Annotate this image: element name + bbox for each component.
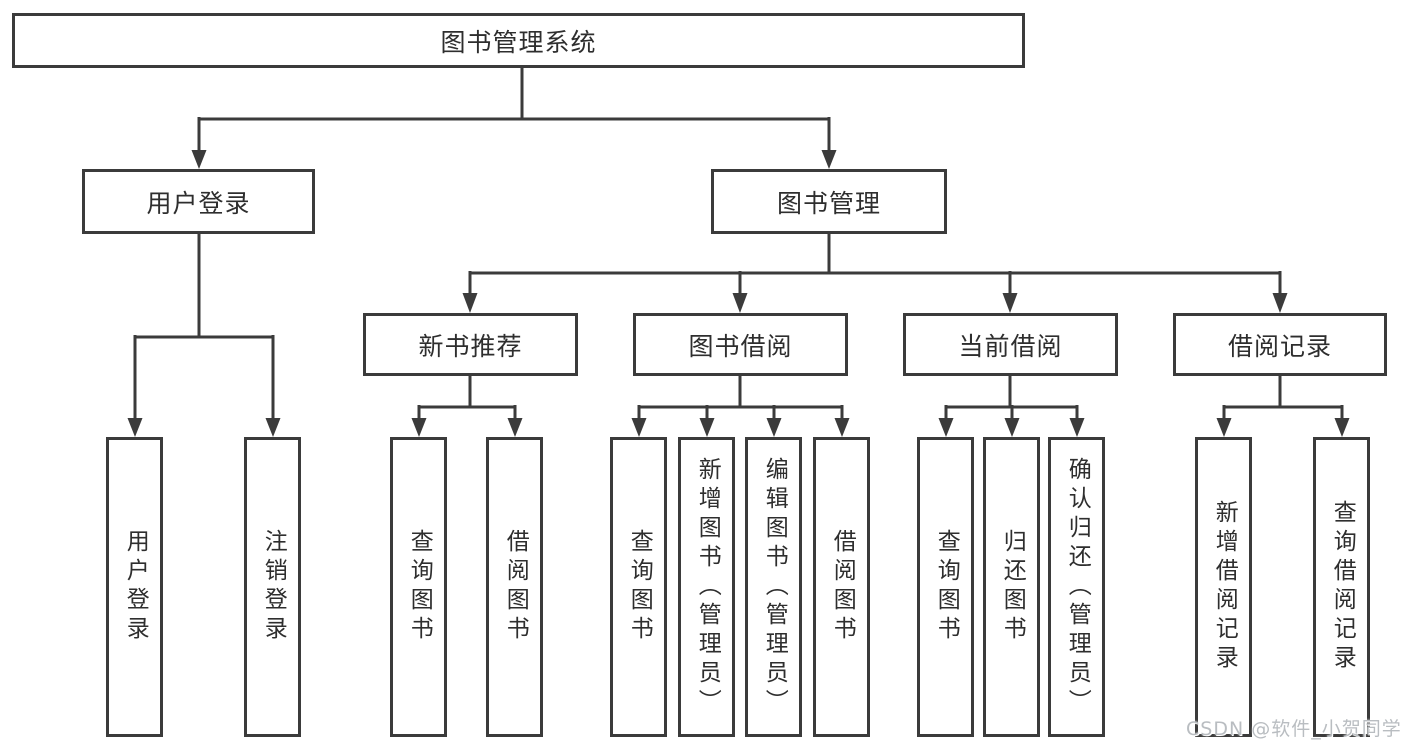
node-label: 借阅记录 xyxy=(1227,331,1332,361)
leaf-label: 查询图书 xyxy=(933,529,960,645)
leaf-borrow-books-recommend: 借阅图书 xyxy=(486,437,543,737)
arrow-down-icon xyxy=(191,150,207,169)
arrow-down-icon xyxy=(462,293,478,313)
csdn-watermark: CSDN @软件_小贺同学 xyxy=(1186,718,1402,740)
arrow-down-icon xyxy=(732,293,748,313)
arrow-down-icon xyxy=(631,418,647,437)
arrow-down-icon xyxy=(834,418,850,437)
connector-borrow-records-to-leaves xyxy=(1216,376,1350,437)
arrow-down-icon xyxy=(411,418,427,437)
leaf-label: 用户登录 xyxy=(122,529,149,645)
node-book-borrow: 图书借阅 xyxy=(633,313,848,376)
leaf-edit-book-admin: 编辑图书（管理员） xyxy=(745,437,802,737)
arrow-down-icon xyxy=(1216,418,1232,437)
leaf-label: 查询借阅记录 xyxy=(1329,500,1356,674)
node-label: 图书管理系统 xyxy=(440,27,597,57)
leaf-query-books-recommend: 查询图书 xyxy=(390,437,447,737)
leaf-return-books: 归还图书 xyxy=(983,437,1040,737)
leaf-label: 借阅图书 xyxy=(502,529,529,645)
node-borrow-records: 借阅记录 xyxy=(1173,313,1387,376)
leaf-borrow-books: 借阅图书 xyxy=(813,437,870,737)
arrow-down-icon xyxy=(1334,418,1350,437)
leaf-label: 注销登录 xyxy=(260,529,287,645)
node-label: 新书推荐 xyxy=(418,331,523,361)
leaf-label: 查询图书 xyxy=(406,529,433,645)
leaf-query-books-current: 查询图书 xyxy=(917,437,974,737)
node-book-management: 图书管理 xyxy=(711,169,947,234)
connector-book-mgmt-to-level3 xyxy=(462,234,1288,313)
arrow-down-icon xyxy=(127,418,143,437)
arrow-down-icon xyxy=(1002,293,1018,313)
connector-book-borrow-to-leaves xyxy=(631,376,850,437)
node-new-book-recommend: 新书推荐 xyxy=(363,313,578,376)
arrow-down-icon xyxy=(507,418,523,437)
leaf-add-borrow-record: 新增借阅记录 xyxy=(1195,437,1252,737)
arrow-down-icon xyxy=(265,418,281,437)
leaf-label: 借阅图书 xyxy=(829,529,856,645)
leaf-label: 新增图书（管理员） xyxy=(694,456,721,718)
leaf-confirm-return-admin: 确认归还（管理员） xyxy=(1048,437,1105,737)
node-label: 用户登录 xyxy=(146,188,251,218)
arrow-down-icon xyxy=(1272,293,1288,313)
arrow-down-icon xyxy=(1004,418,1020,437)
arrow-down-icon xyxy=(821,150,837,169)
node-user-login: 用户登录 xyxy=(82,169,315,234)
connector-new-book-recommend-to-leaves xyxy=(411,376,523,437)
arrow-down-icon xyxy=(766,418,782,437)
leaf-label: 查询图书 xyxy=(626,529,653,645)
leaf-label: 编辑图书（管理员） xyxy=(761,456,788,718)
leaf-label: 确认归还（管理员） xyxy=(1064,456,1091,718)
leaf-logout: 注销登录 xyxy=(244,437,301,737)
node-current-borrow: 当前借阅 xyxy=(903,313,1118,376)
connector-user-login-to-leaves xyxy=(127,234,281,437)
arrow-down-icon xyxy=(1069,418,1085,437)
leaf-query-borrow-record: 查询借阅记录 xyxy=(1313,437,1370,737)
connector-current-borrow-to-leaves xyxy=(938,376,1085,437)
leaf-query-books-borrow: 查询图书 xyxy=(610,437,667,737)
node-label: 图书管理 xyxy=(776,188,881,218)
arrow-down-icon xyxy=(938,418,954,437)
node-label: 图书借阅 xyxy=(688,331,793,361)
leaf-add-book-admin: 新增图书（管理员） xyxy=(678,437,735,737)
arrow-down-icon xyxy=(699,418,715,437)
leaf-user-login: 用户登录 xyxy=(106,437,163,737)
leaf-label: 新增借阅记录 xyxy=(1211,500,1238,674)
node-library-management-system: 图书管理系统 xyxy=(12,13,1025,68)
connector-root-to-level2 xyxy=(191,67,837,169)
node-label: 当前借阅 xyxy=(958,331,1063,361)
leaf-label: 归还图书 xyxy=(999,529,1026,645)
